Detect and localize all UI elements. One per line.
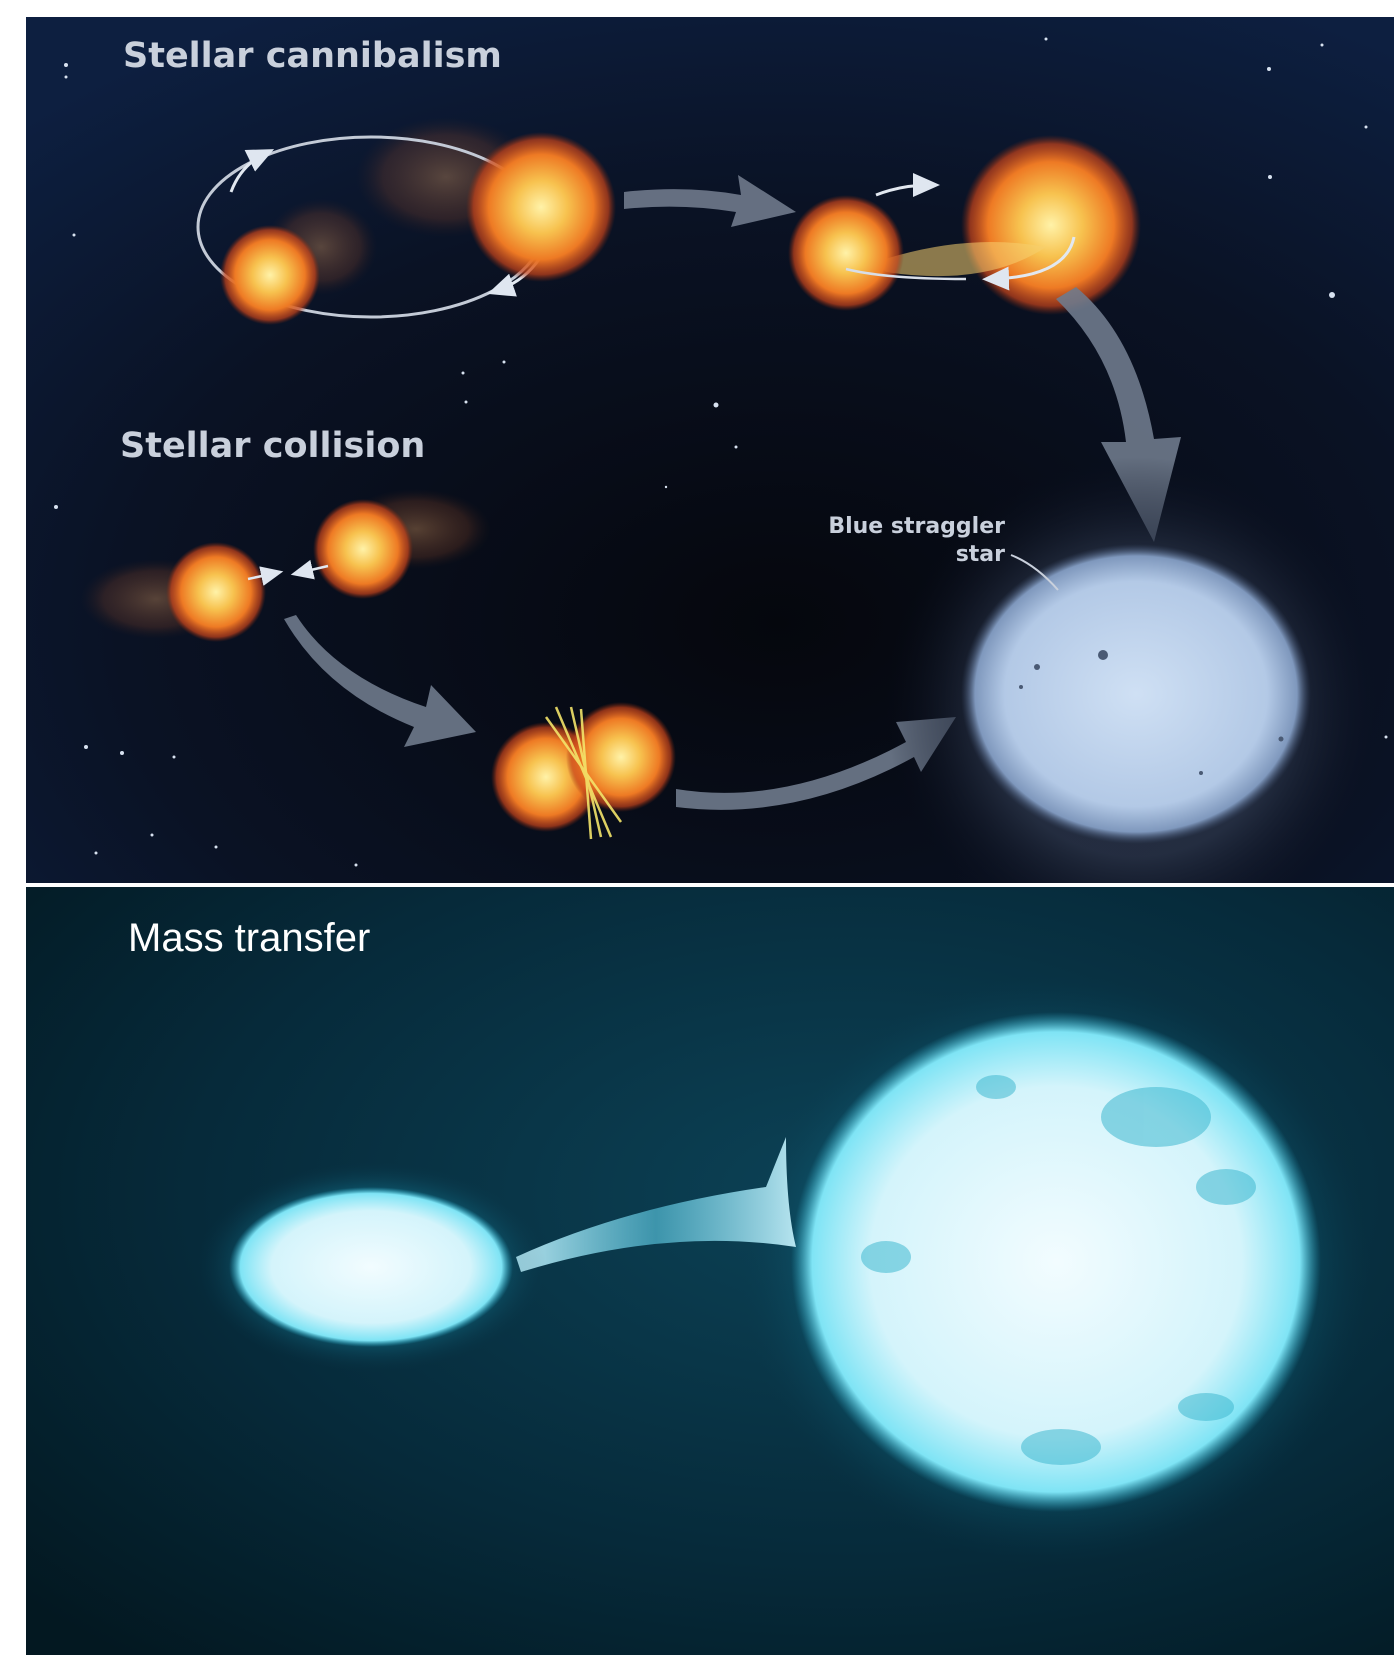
collision-title: Stellar collision — [120, 426, 425, 466]
small-orange-star — [220, 225, 320, 325]
donor-orange-star — [961, 135, 1141, 315]
mass-transfer-svg: Mass transfer — [26, 887, 1394, 1655]
accretor-orange-star — [788, 195, 904, 311]
large-orange-star — [466, 132, 616, 282]
blue-straggler-label-line2: star — [956, 542, 1005, 567]
blue-straggler-label-line1: Blue straggler — [828, 514, 1005, 539]
formation-diagram-panel: Stellar cannibalism Stellar collision — [26, 17, 1394, 883]
formation-diagram-svg: Stellar cannibalism Stellar collision — [26, 17, 1394, 883]
colliding-star-right — [313, 499, 413, 599]
accretor-blue-star — [229, 1187, 513, 1347]
mass-transfer-panel: Mass transfer — [26, 887, 1394, 1655]
blue-straggler-star — [961, 544, 1311, 844]
cannibalism-title: Stellar cannibalism — [123, 36, 502, 76]
mass-transfer-title: Mass transfer — [128, 916, 370, 960]
colliding-star-left — [166, 542, 266, 642]
